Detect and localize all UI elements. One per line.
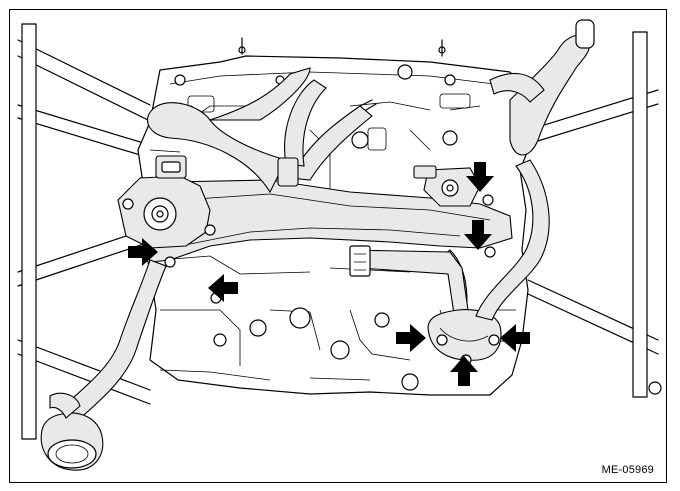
arrow-up-icon (450, 356, 478, 386)
arrow-left-icon (208, 274, 238, 302)
arrow-down-icon (466, 162, 494, 192)
arrow-right-icon (396, 324, 426, 352)
support-stand (17, 23, 662, 440)
bolt (164, 194, 496, 304)
figure-code: ME-05969 (601, 464, 654, 476)
coolant-pipe-assembly (139, 67, 513, 366)
indicator-arrows (128, 162, 530, 386)
arrow-down-icon (464, 220, 492, 250)
thermostat-housing (117, 155, 216, 249)
hose (40, 19, 595, 471)
arrow-left-icon (500, 324, 530, 352)
engine-coolant-pipe-illustration (17, 19, 662, 471)
arrow-right-icon (128, 238, 158, 266)
diagram-frame: ME-05969 (9, 9, 667, 483)
